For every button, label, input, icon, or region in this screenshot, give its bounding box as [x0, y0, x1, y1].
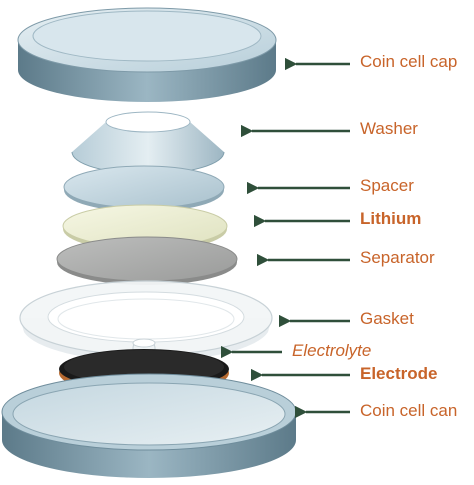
separator-part [56, 236, 238, 285]
label-coin-cell-cap: Coin cell cap [360, 52, 458, 71]
arrows [220, 57, 350, 419]
label-lithium: Lithium [360, 209, 422, 228]
label-electrode: Electrode [360, 364, 438, 383]
label-separator: Separator [360, 248, 435, 267]
label-washer: Washer [360, 119, 418, 138]
label-electrolyte: Electrolyte [292, 341, 372, 360]
washer-part [71, 111, 225, 175]
spacer-part [63, 165, 225, 212]
coin-cell-cap-part [17, 7, 277, 102]
coin-cell-can-part [1, 373, 297, 478]
label-gasket: Gasket [360, 309, 414, 328]
label-spacer: Spacer [360, 176, 414, 195]
label-coin-cell-can: Coin cell can [360, 401, 458, 420]
